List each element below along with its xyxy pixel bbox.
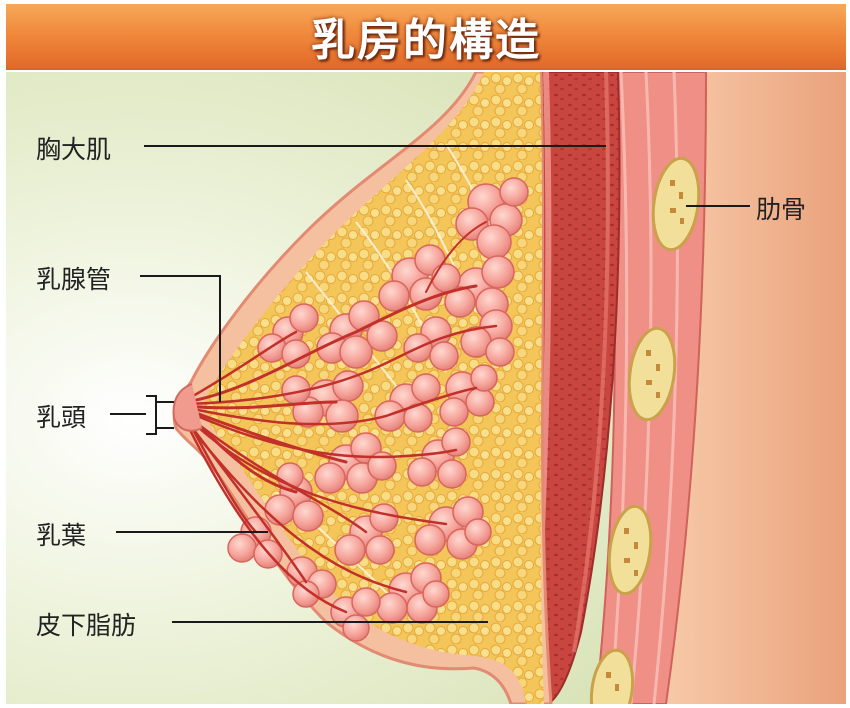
label-pectoralis-major: 胸大肌 xyxy=(36,130,111,166)
label-nipple: 乳頭 xyxy=(36,398,86,434)
label-subcutaneous-fat: 皮下脂肪 xyxy=(36,606,136,642)
label-lobes: 乳葉 xyxy=(36,516,86,552)
diagram-frame: 乳房的構造 xyxy=(6,4,846,704)
diagram-title: 乳房的構造 xyxy=(311,4,541,68)
title-bar: 乳房的構造 xyxy=(6,4,846,70)
label-ribs: 肋骨 xyxy=(756,190,806,226)
label-milk-ducts: 乳腺管 xyxy=(36,260,111,296)
